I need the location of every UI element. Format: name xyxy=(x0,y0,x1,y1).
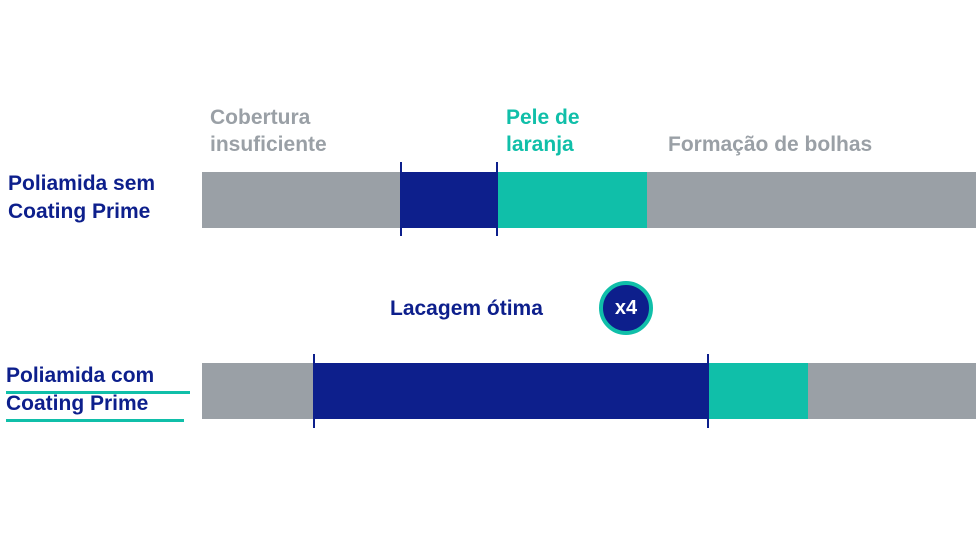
bar1-segment-optimal xyxy=(401,172,497,228)
bar1-tick-end xyxy=(496,162,498,236)
label-orange-peel-line2: laranja xyxy=(506,133,574,156)
bar1-segment-orange-peel xyxy=(497,172,647,228)
row1-line1: Poliamida sem xyxy=(8,172,156,195)
row2-underline-1 xyxy=(6,391,190,394)
bar1-segment-blistering xyxy=(647,172,976,228)
bar2-segment-insufficient xyxy=(202,363,314,419)
row2-underline-2 xyxy=(6,419,184,422)
bar2-segment-orange-peel xyxy=(709,363,808,419)
label-orange-peel-line1: Pele de xyxy=(506,106,580,129)
label-insufficient-line1: Cobertura xyxy=(210,106,311,129)
label-optimal-lacquering: Lacagem ótima xyxy=(390,297,543,320)
row-label-without-coating: Poliamida sem Coating Prime xyxy=(8,170,155,226)
row-label-with-coating: Poliamida com Coating Prime xyxy=(6,362,154,418)
bar2-segment-optimal xyxy=(314,363,709,419)
bar1-segment-insufficient xyxy=(202,172,401,228)
row1-line2: Coating Prime xyxy=(8,200,151,223)
bar1-tick-start xyxy=(400,162,402,236)
label-orange-peel: Pele de laranja xyxy=(506,104,580,158)
label-insufficient-coverage: Cobertura insuficiente xyxy=(210,104,327,158)
label-insufficient-line2: insuficiente xyxy=(210,133,327,156)
badge-x4: x4 xyxy=(599,281,653,335)
label-blistering: Formação de bolhas xyxy=(668,133,873,156)
row2-line1: Poliamida com xyxy=(6,364,155,387)
bar2-segment-blistering xyxy=(808,363,976,419)
bar2-tick-start xyxy=(313,354,315,428)
row2-line2: Coating Prime xyxy=(6,392,149,415)
bar2-tick-end xyxy=(707,354,709,428)
